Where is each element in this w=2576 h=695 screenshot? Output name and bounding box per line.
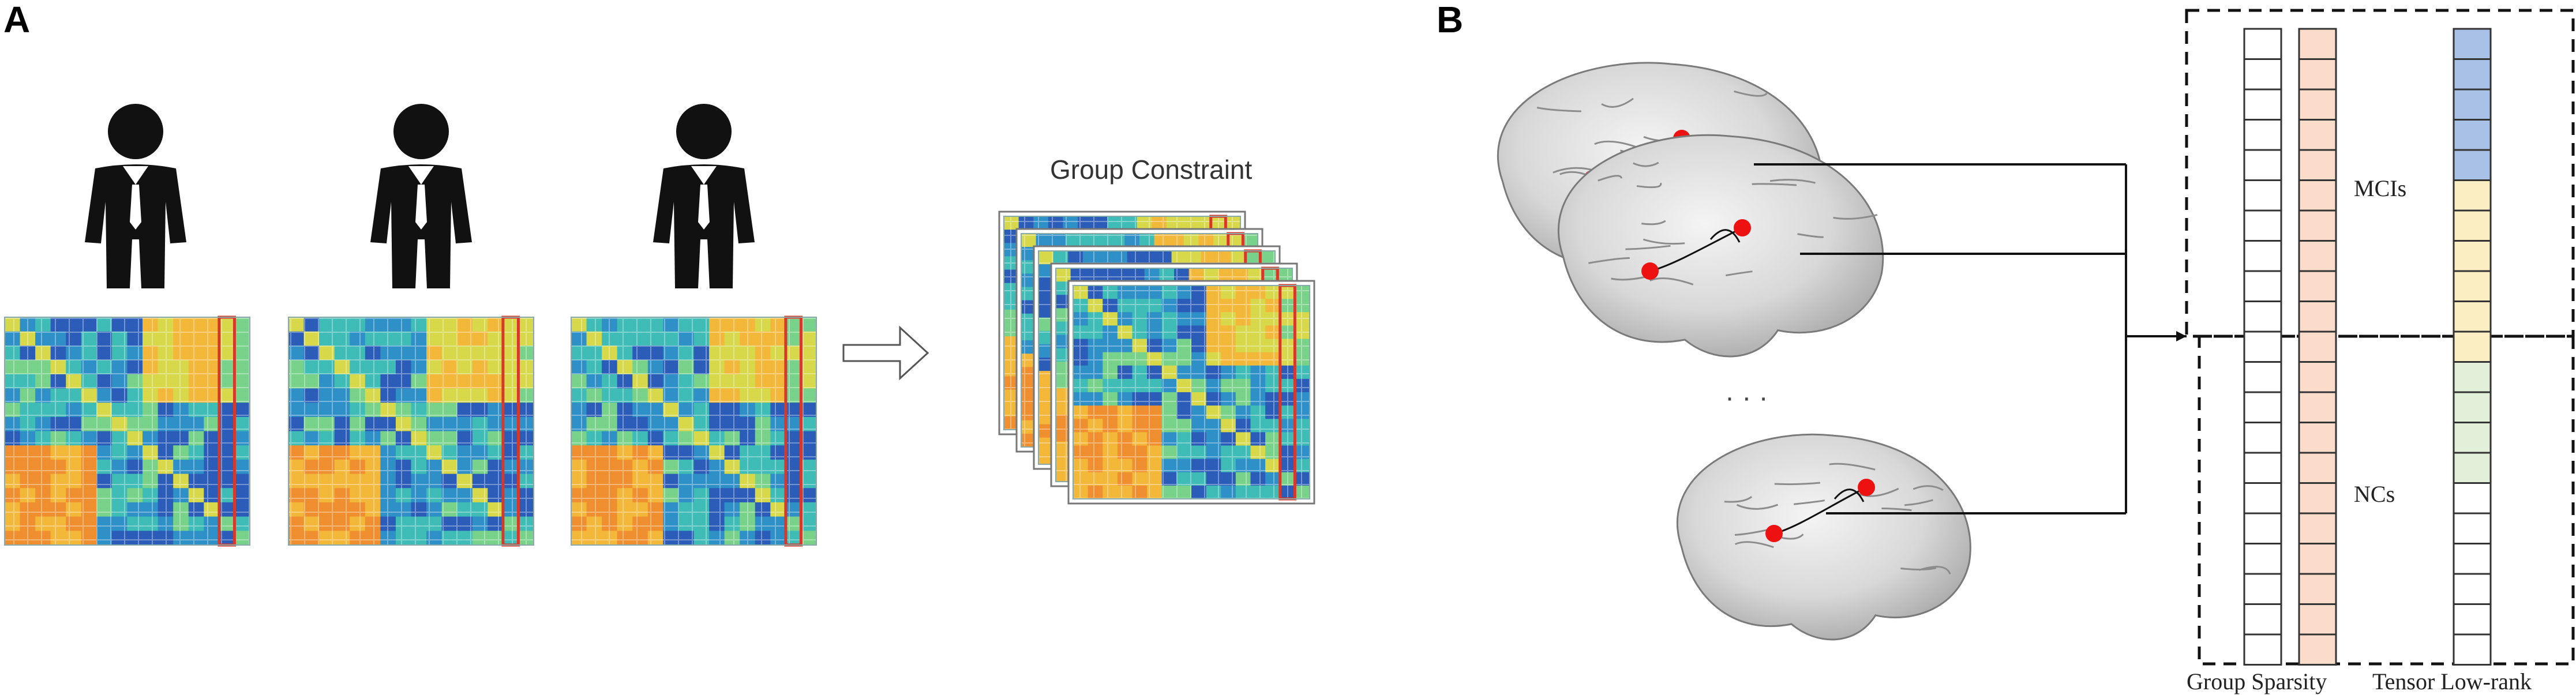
vector-columns [2243,28,2492,666]
ellipsis: · · · [1725,382,1768,413]
roi-node-icon [1765,525,1783,542]
vector-column [2453,28,2492,666]
panel-b-label: B [1437,0,1463,40]
person-icon [653,104,755,288]
brain-icon [1558,134,1884,358]
group-label-ncs: NCs [2354,481,2395,507]
column-label-group-sparsity: Group Sparsity [2187,668,2327,694]
connectivity-matrix-icon [1073,284,1310,501]
vector-column [2298,28,2337,666]
roi-node-icon [1641,262,1659,280]
stacked-matrices-icon [998,211,1315,505]
connectivity-matrices [4,315,817,547]
person-icon [370,104,472,288]
panel-a-label: A [3,0,30,40]
group-constraint-title: Group Constraint [1050,155,1252,185]
brain-group [1497,62,1971,641]
arrowhead-icon [2176,331,2187,341]
dashed-group-boxes [2185,9,2575,666]
vector-column [2243,28,2282,666]
subject-icons [85,104,755,288]
group-label-mcis: MCIs [2354,175,2406,201]
connectivity-matrix-icon [4,315,250,547]
connectivity-matrix-icon [288,315,534,547]
roi-node-icon [1734,219,1751,236]
column-label-tensor-low-rank: Tensor Low-rank [2372,668,2532,694]
brain-icon [1677,433,1971,641]
connectivity-matrix-icon [571,315,817,547]
person-icon [85,104,186,288]
connector-lines [1754,163,2187,514]
arrow-right-icon [842,325,929,381]
roi-node-icon [1858,479,1875,496]
